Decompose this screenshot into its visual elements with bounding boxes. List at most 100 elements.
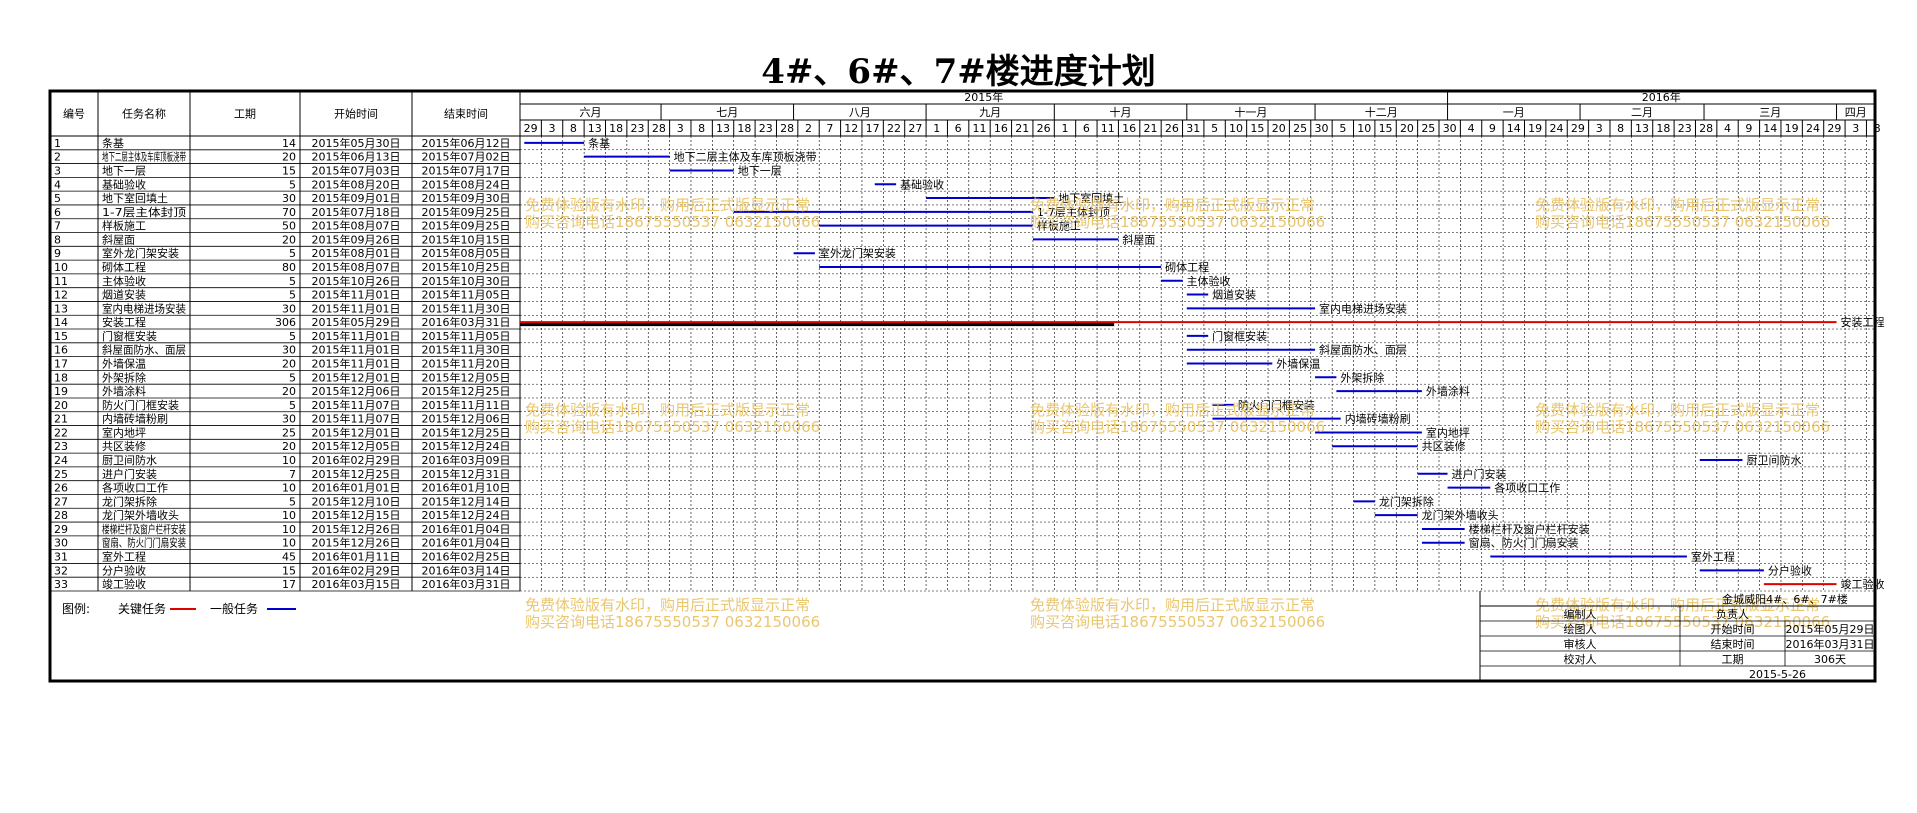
task-end: 2016年02月25日 [422,550,511,564]
task-bar-label: 各项收口工作 [1494,481,1560,495]
day-tick: 18 [737,122,751,135]
task-name: 地下二层主体及车库顶板浇带 [102,150,186,164]
watermark-line-2: 购买咨询电话18675550537 0632150066 [525,213,820,231]
task-name: 外墙保温 [102,357,146,371]
task-duration: 30 [282,344,296,357]
task-id: 1 [54,137,61,150]
day-tick: 30 [1314,122,1328,135]
info-field: 开始时间 [1711,622,1755,636]
task-id: 31 [54,551,68,564]
task-bar-label: 竣工验收 [1841,577,1885,591]
info-value: 2016年03月31日 [1786,637,1875,651]
task-end: 2015年08月24日 [422,177,511,191]
task-start: 2015年07月18日 [312,205,401,219]
info-value: 2015年05月29日 [1786,622,1875,636]
task-name: 防火门门框安装 [102,398,179,412]
header-start: 开始时间 [334,107,378,121]
watermark-line-1: 免费体验版有水印，购用后正式版显示正常 [525,401,810,419]
day-tick: 8 [1874,122,1881,135]
task-start: 2015年12月06日 [312,384,401,398]
task-end: 2015年12月24日 [422,439,511,453]
task-duration: 80 [282,261,296,274]
task-end: 2016年01月04日 [422,522,511,536]
task-bar-label: 室外龙门架安装 [819,246,896,260]
day-tick: 20 [1272,122,1286,135]
day-tick: 12 [844,122,858,135]
day-tick: 23 [1678,122,1692,135]
task-name: 共区装修 [102,439,146,453]
day-tick: 26 [1165,122,1179,135]
task-id: 23 [54,440,68,453]
task-duration: 20 [282,385,296,398]
task-end: 2015年10月30日 [422,274,511,288]
day-tick: 16 [1122,122,1136,135]
task-name: 各项收口工作 [102,481,168,495]
task-id: 28 [54,509,68,522]
task-end: 2015年07月17日 [422,163,511,177]
task-end: 2015年09月25日 [422,219,511,233]
task-duration: 5 [289,399,296,412]
task-bar-label: 龙门架拆除 [1379,494,1434,508]
task-end: 2015年11月11日 [422,398,511,412]
task-duration: 14 [282,137,296,150]
task-name: 条基 [102,136,124,150]
task-end: 2015年10月25日 [422,260,511,274]
day-tick: 21 [1143,122,1157,135]
task-duration: 10 [282,523,296,536]
task-end: 2015年12月25日 [422,425,511,439]
task-bar-label: 室内地坪 [1426,425,1470,439]
day-tick: 1 [933,122,940,135]
task-start: 2015年11月01日 [312,357,401,371]
task-name: 斜屋面 [102,233,135,246]
task-end: 2015年11月05日 [422,288,511,302]
day-tick: 25 [1293,122,1307,135]
day-tick: 3 [549,122,556,135]
task-bar-label: 龙门架外墙收头 [1422,508,1499,522]
task-end: 2016年01月10日 [422,481,511,495]
task-bar-label: 内墙砖墙粉刷 [1345,412,1411,426]
task-end: 2015年12月24日 [422,508,511,522]
task-id: 5 [54,192,61,205]
task-name: 斜屋面防水、面层 [102,343,186,357]
watermark-line-1: 免费体验版有水印，购用后正式版显示正常 [1030,596,1315,614]
task-id: 25 [54,468,68,481]
year-label-2016: 2016年 [1642,90,1681,104]
task-start: 2015年12月15日 [312,508,401,522]
task-bar-label: 进户门安装 [1452,467,1507,481]
day-tick: 14 [1763,122,1777,135]
task-duration: 20 [282,151,296,164]
info-label: 编制人 [1564,607,1597,621]
day-tick: 26 [1037,122,1051,135]
day-tick: 22 [887,122,901,135]
day-tick: 15 [1379,122,1393,135]
task-end: 2015年12月31日 [422,467,511,481]
watermark-line-2: 购买咨询电话18675550537 0632150066 [1535,418,1830,436]
task-bar-label: 室内电梯进场安装 [1319,301,1407,315]
task-bar-label: 地下二层主体及车库顶板浇带 [674,150,817,164]
task-bar-label: 窗扇、防火门门扇安装 [1469,536,1579,550]
task-duration: 10 [282,454,296,467]
task-id: 19 [54,385,68,398]
day-tick: 4 [1468,122,1475,135]
task-start: 2015年11月01日 [312,343,401,357]
task-name: 室外龙门架安装 [102,246,179,260]
task-start: 2015年05月30日 [312,136,401,150]
task-start: 2015年11月01日 [312,329,401,343]
task-duration: 15 [282,164,296,177]
task-id: 20 [54,399,68,412]
task-id: 30 [54,537,68,550]
day-tick: 11 [973,122,987,135]
task-start: 2015年08月07日 [312,260,401,274]
day-tick: 18 [609,122,623,135]
task-duration: 20 [282,233,296,246]
task-end: 2016年03月31日 [422,315,511,329]
task-name: 竣工验收 [102,577,146,591]
task-name: 外架拆除 [102,370,146,384]
task-duration: 20 [282,358,296,371]
task-end: 2015年12月06日 [422,412,511,426]
task-name: 龙门架外墙收头 [102,508,179,522]
header-id: 编号 [63,107,85,121]
day-tick: 3 [677,122,684,135]
day-tick: 3 [1852,122,1859,135]
